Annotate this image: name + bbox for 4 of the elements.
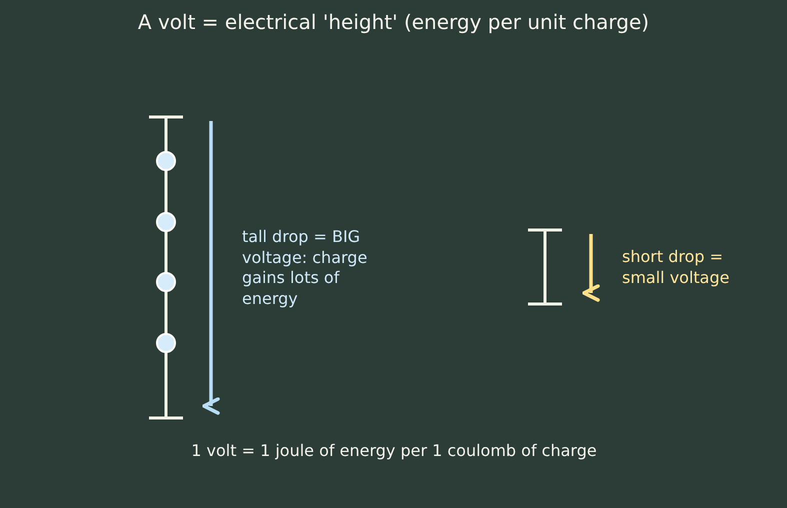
annotation-text: short drop = small voltage (622, 247, 730, 288)
annotation-text: tall drop = BIG voltage: charge gains lots of energy (242, 227, 368, 309)
title: A volt = electrical 'height' (energy per unit charge) (136, 10, 650, 34)
caption: 1 volt = 1 joule of energy per 1 coulomb of charge (190, 441, 598, 460)
